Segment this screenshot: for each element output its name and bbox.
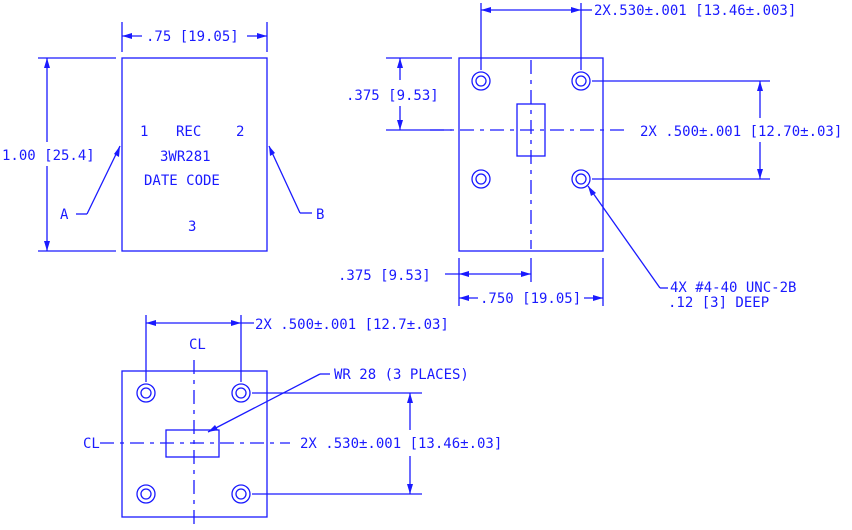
arrowhead	[257, 33, 267, 39]
threaded-hole	[231, 484, 251, 504]
threaded-hole	[136, 383, 156, 403]
width-dimension-text: .750 [19.05]	[480, 291, 581, 307]
height-dimension-text: 1.00 [25.4]	[2, 148, 95, 164]
leader-line	[587, 185, 661, 289]
arrowhead	[757, 169, 763, 179]
leader-line	[268, 145, 301, 214]
arrowhead	[397, 120, 403, 130]
arrowhead	[146, 320, 156, 326]
arrowhead	[407, 393, 413, 403]
part-number: 3WR281	[160, 149, 211, 165]
arrowhead	[44, 58, 50, 68]
centerline-symbol-left: CL	[83, 436, 100, 452]
width-dimension-text: .75 [19.05]	[146, 29, 239, 45]
threaded-hole	[471, 169, 491, 189]
thread-callout-line-2: .12 [3] DEEP	[668, 295, 769, 311]
hole-spacing-y-text: 2X .500±.001 [12.70±.03]	[640, 124, 842, 140]
port-1-label: 1	[140, 124, 148, 140]
arrowhead	[459, 271, 469, 277]
arrowhead	[44, 241, 50, 251]
offset-y-text: .375 [9.53]	[346, 88, 439, 104]
arrowhead	[231, 320, 241, 326]
label-view-outline	[121, 57, 268, 252]
arrowhead	[114, 146, 120, 157]
leader-line	[207, 373, 321, 433]
thread-callout-line-1: 4X #4-40 UNC-2B	[670, 280, 796, 296]
arrowhead	[593, 295, 603, 301]
arrowhead	[208, 425, 218, 432]
threaded-hole	[136, 484, 156, 504]
rec-label: REC	[176, 124, 201, 140]
arrowhead	[757, 81, 763, 91]
arrowhead	[269, 146, 275, 156]
arrowhead	[397, 58, 403, 68]
bottom-flange-view: 2X .500±.001 [12.7±.03] CL CL WR 28 (3 P…	[83, 315, 502, 526]
arrowhead	[459, 295, 469, 301]
arrowhead	[481, 7, 491, 13]
offset-x-text: .375 [9.53]	[338, 268, 431, 284]
threaded-hole	[471, 71, 491, 91]
hole-spacing-x-text: 2X.530±.001 [13.46±.003]	[594, 3, 796, 19]
callout-b: B	[316, 207, 324, 223]
waveguide-note: WR 28 (3 PLACES)	[334, 367, 469, 383]
arrowhead	[407, 484, 413, 494]
threaded-hole	[571, 169, 591, 189]
hole-spacing-y-text: 2X .530±.001 [13.46±.03]	[300, 436, 502, 452]
threaded-hole	[571, 71, 591, 91]
arrowhead	[122, 33, 132, 39]
flange-view: 2X.530±.001 [13.46±.003] .375 [9.53] 2X …	[338, 3, 842, 311]
port-3-label: 3	[188, 219, 196, 235]
arrowhead	[588, 186, 596, 196]
callout-a: A	[60, 207, 69, 223]
threaded-hole	[231, 383, 251, 403]
centerline-symbol-top: CL	[189, 337, 206, 353]
date-code: DATE CODE	[144, 173, 220, 189]
port-2-label: 2	[236, 124, 244, 140]
flange-view-outline	[458, 57, 604, 252]
arrowhead	[521, 271, 531, 277]
hole-spacing-x-text: 2X .500±.001 [12.7±.03]	[255, 317, 449, 333]
label-view: .75 [19.05] 1.00 [25.4] 1 REC 2 3WR281 D…	[2, 22, 324, 252]
arrowhead	[571, 7, 581, 13]
leader-line	[86, 145, 121, 215]
